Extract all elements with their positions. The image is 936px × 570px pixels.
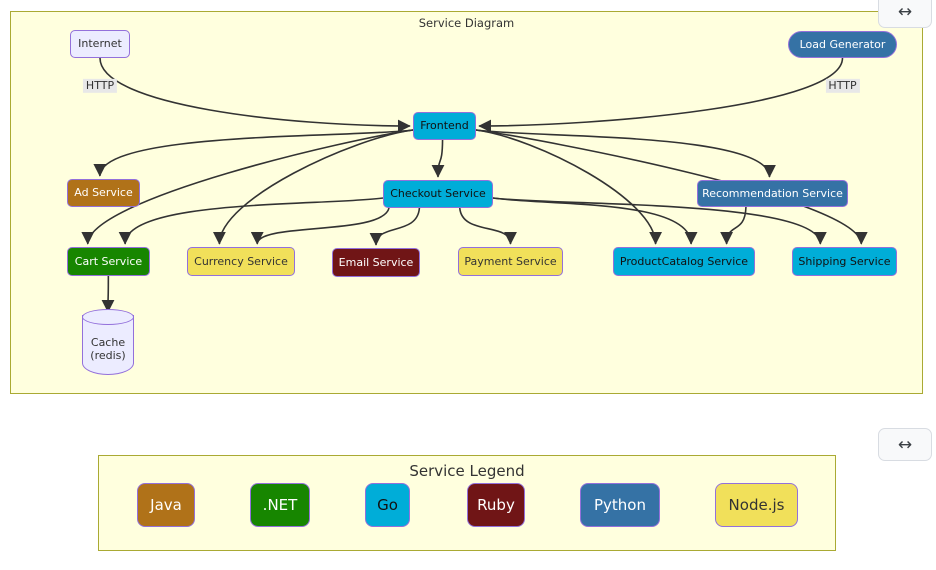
expand-diagram-button[interactable]: ↔ (878, 0, 932, 28)
edge-label-loadgenerator-frontend: HTTP (825, 78, 860, 94)
node-productcatalogservice: ProductCatalog Service (613, 247, 755, 276)
legend-title: Service Legend (409, 462, 525, 480)
node-shippingservice: Shipping Service (792, 247, 897, 276)
node-cache: Cache (redis) (82, 309, 134, 375)
diagram-title: Service Diagram (418, 16, 515, 30)
node-checkoutservice: Checkout Service (383, 180, 493, 208)
horizontal-expand-icon: ↔ (897, 434, 913, 455)
node-recommendationservice: Recommendation Service (697, 180, 848, 207)
legend-item-java: Java (137, 483, 195, 527)
node-loadgenerator: Load Generator (788, 31, 897, 58)
node-cartservice: Cart Service (67, 247, 150, 276)
expand-legend-button[interactable]: ↔ (878, 428, 932, 461)
legend-item-ruby: Ruby (467, 483, 525, 527)
legend-item-python: Python (580, 483, 660, 527)
node-frontend: Frontend (413, 112, 476, 140)
node-adservice: Ad Service (67, 179, 140, 207)
legend-item-go: Go (365, 483, 410, 527)
edge-label-internet-frontend: HTTP (82, 78, 118, 94)
legend-item-net: .NET (250, 483, 310, 527)
horizontal-expand-icon: ↔ (897, 1, 913, 22)
node-internet: Internet (70, 30, 130, 58)
node-paymentservice: Payment Service (458, 247, 563, 276)
node-emailservice: Email Service (332, 248, 420, 277)
node-currencyservice: Currency Service (187, 247, 295, 276)
service-legend-panel: Service Legend (98, 455, 836, 551)
legend-item-node-js: Node.js (715, 483, 798, 527)
